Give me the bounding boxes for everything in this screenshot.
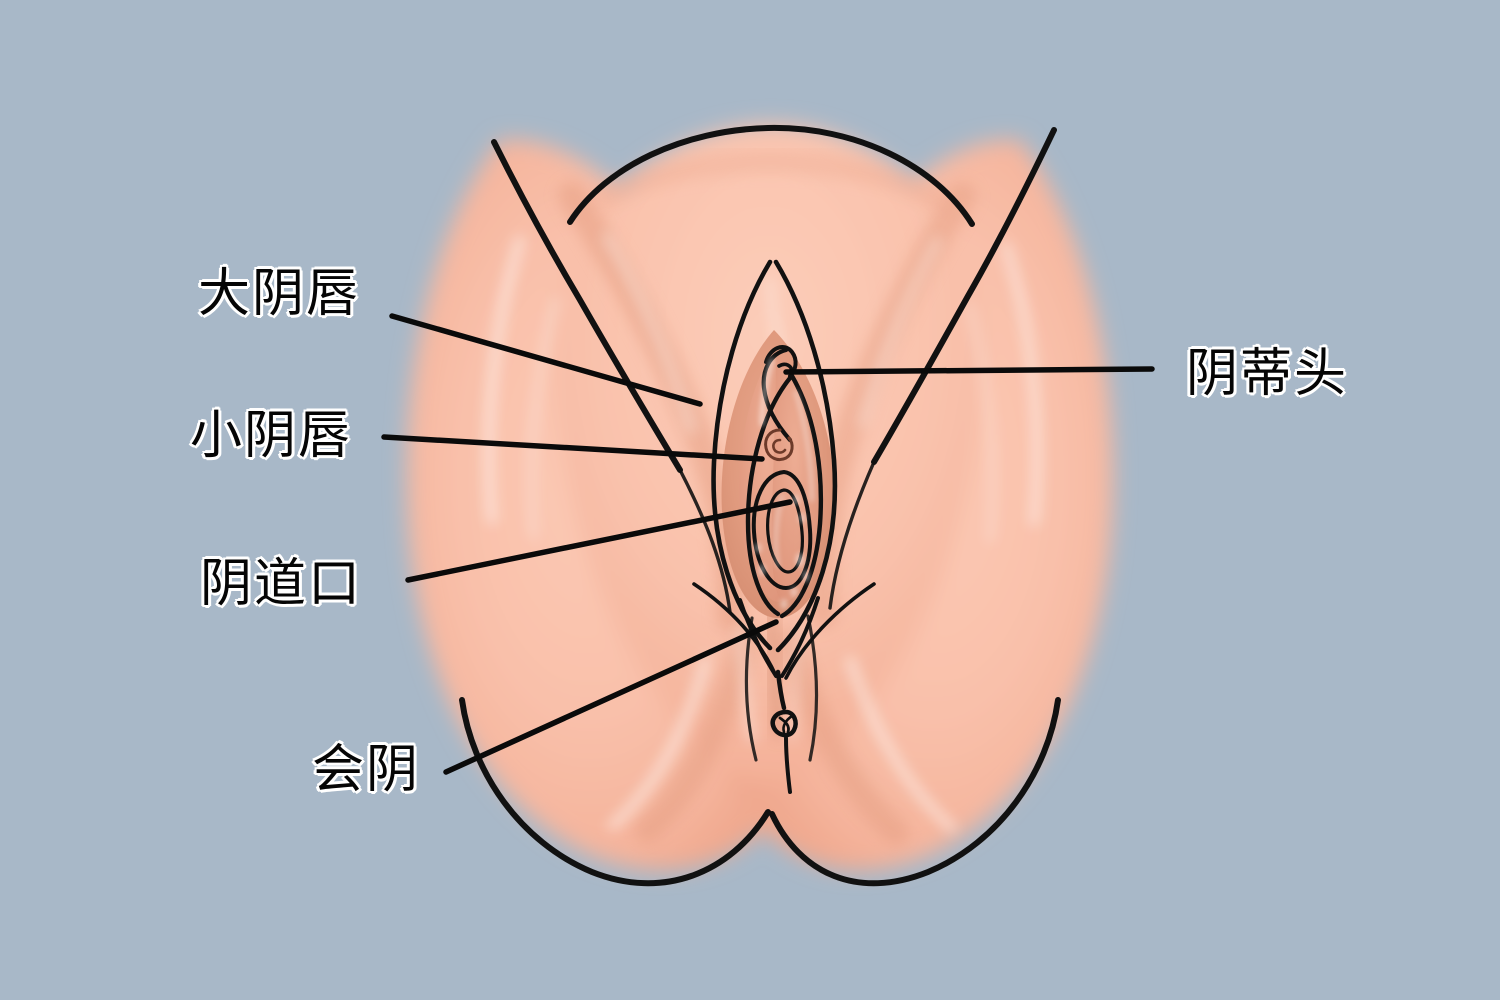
left-perineal-crease bbox=[692, 582, 778, 678]
left-thigh-top-edge bbox=[491, 139, 683, 473]
right-perineal-crease bbox=[784, 582, 876, 680]
label-labia-minora: 小阴唇 bbox=[190, 406, 353, 466]
leader-glans-clitoris bbox=[783, 366, 1155, 375]
leader-labia-majora bbox=[389, 313, 703, 407]
anus-fold-b bbox=[782, 714, 794, 734]
inner-fold-left bbox=[745, 375, 793, 617]
urethral-opening-inner bbox=[772, 438, 787, 454]
anus-outer bbox=[770, 709, 798, 738]
right-thigh-top-edge bbox=[871, 127, 1057, 465]
anus-fold-a bbox=[778, 716, 790, 734]
leader-vaginal-opening bbox=[405, 499, 793, 583]
left-buttock-edge bbox=[459, 697, 771, 887]
label-labia-majora: 大阴唇 bbox=[198, 264, 361, 324]
vaginal-opening-outer bbox=[751, 470, 813, 590]
mons-top-edge bbox=[567, 124, 975, 227]
label-perineum: 会阴 bbox=[312, 740, 421, 800]
leader-perineum bbox=[443, 619, 779, 775]
vaginal-opening-inner bbox=[766, 488, 804, 574]
label-glans-clitoris: 阴蒂头 bbox=[1186, 344, 1349, 404]
anus-tail bbox=[784, 736, 792, 794]
ink-outlines bbox=[459, 124, 1061, 887]
mucosa-texture bbox=[755, 495, 809, 609]
fourchette-right bbox=[780, 596, 820, 678]
perineum-raphe bbox=[775, 669, 787, 711]
labia-majora-right-edge bbox=[773, 259, 838, 653]
urethral-opening-outer bbox=[764, 428, 794, 462]
left-groin-crease bbox=[678, 468, 732, 614]
gluteal-crease-right bbox=[806, 614, 819, 762]
leader-labia-minora bbox=[381, 434, 765, 462]
right-groin-crease bbox=[828, 460, 876, 610]
label-vaginal-opening: 阴道口 bbox=[200, 554, 363, 614]
inner-fold-right bbox=[779, 373, 824, 619]
right-buttock-edge bbox=[769, 697, 1061, 887]
leader-lines bbox=[381, 313, 1155, 775]
